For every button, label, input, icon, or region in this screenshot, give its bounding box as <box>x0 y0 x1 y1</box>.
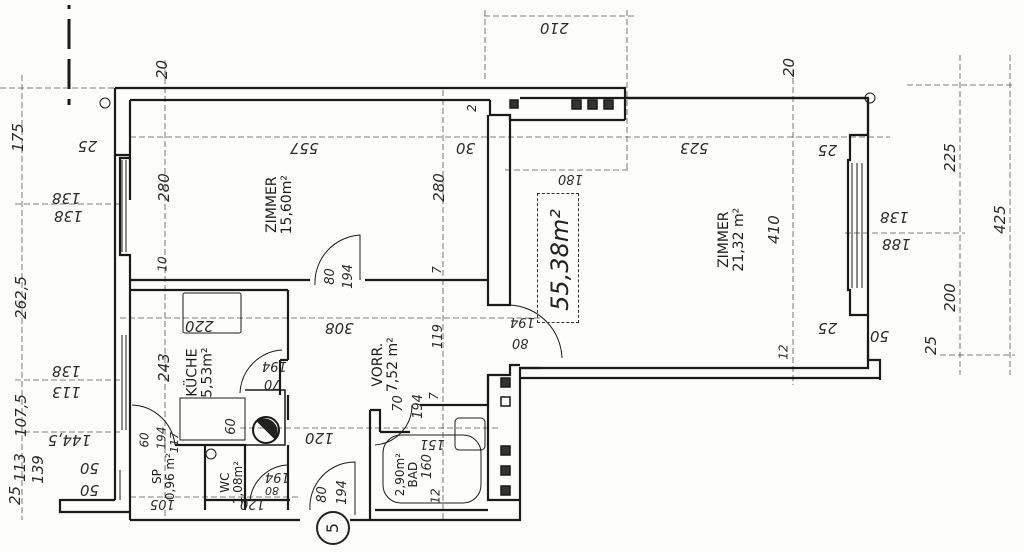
room-name: ZIMMER <box>263 176 280 233</box>
dim-label: 12 <box>428 488 443 504</box>
dim-label: 12 <box>776 344 791 360</box>
dim-label: 151 <box>420 436 445 451</box>
dim-label: 180 <box>558 171 583 186</box>
room-area: 15,60m² <box>278 175 295 235</box>
dim-label: 220 <box>185 317 214 335</box>
room-name: VORR. <box>369 342 386 387</box>
dim-label: 7 <box>429 266 444 274</box>
dim-label: 557 <box>290 139 319 157</box>
dim-label: 262,5 <box>11 276 30 319</box>
dim-label: 194 <box>340 264 356 289</box>
dim-label: 280 <box>154 173 173 202</box>
dim-label: 80 <box>314 486 330 503</box>
dim-label: 50 <box>80 459 100 477</box>
dim-label: 105 <box>150 496 175 511</box>
dim-label: 50 <box>870 327 890 345</box>
dim-label: 175 <box>8 123 27 152</box>
dim-label: 10 <box>155 256 170 272</box>
dim-label: 25 <box>922 335 941 356</box>
dim-label: 144,5 <box>48 431 91 449</box>
dim-label: 200 <box>940 283 959 312</box>
dim-label: 160 <box>419 454 435 479</box>
dim-label: 194 <box>510 314 535 329</box>
dim-label: 210 <box>540 19 569 37</box>
dim-label: 194 <box>154 426 169 450</box>
dim-label: 30 <box>456 139 476 157</box>
dim-label: 138 <box>52 189 81 207</box>
dim-label: 194 <box>262 358 287 373</box>
room-vorraum: VORR.7,52 m² <box>369 337 401 393</box>
dim-label: 139 <box>28 455 47 484</box>
dim-label: 138 <box>880 208 909 226</box>
dim-label: 138 <box>52 362 81 380</box>
dim-label: 410 <box>764 215 783 244</box>
dim-label: 308 <box>325 319 354 337</box>
dim-label: 225 <box>940 143 959 172</box>
room-area: 0,96 m² <box>162 453 177 501</box>
dim-label: 194 <box>410 394 426 419</box>
dim-label: 60 <box>137 432 152 448</box>
dim-label: 25 <box>78 137 98 155</box>
dim-label: 113 <box>52 383 81 401</box>
entry-marker: 5 <box>316 511 350 545</box>
dim-label: 188 <box>882 235 911 253</box>
total-area-box <box>537 193 579 323</box>
dim-label: 25 <box>6 485 25 506</box>
room-area: 21,32 m² <box>730 207 747 272</box>
dim-label: 50 <box>80 481 100 499</box>
dim-label: 194 <box>265 469 290 484</box>
dim-label: 117 <box>168 432 181 453</box>
dim-label: 113 <box>10 453 29 482</box>
dim-label: 70 <box>264 376 281 391</box>
dim-label: 25 <box>818 141 838 159</box>
dim-label: 70 <box>390 395 406 412</box>
total-area-label: 55,38m² <box>546 209 574 311</box>
room-area: 5,53m² <box>199 347 216 398</box>
dim-label: 7 <box>426 392 441 400</box>
dim-label: 243 <box>154 353 173 382</box>
boiler-icon <box>252 416 280 444</box>
dim-label: 2 <box>464 104 479 112</box>
dim-label: 119 <box>430 324 446 349</box>
dim-label: 138 <box>54 207 83 225</box>
dim-label: 80 <box>265 484 279 497</box>
dim-label: 280 <box>429 173 448 202</box>
room-name: KÜCHE <box>184 348 201 397</box>
dim-label: 80 <box>512 335 529 350</box>
dim-label: 20 <box>780 57 799 78</box>
dim-label: 425 <box>990 205 1009 234</box>
dim-label: 107,5 <box>11 394 30 437</box>
dim-label: 194 <box>334 480 350 505</box>
dim-label: 60 <box>223 418 239 435</box>
dim-label: 80 <box>322 268 338 285</box>
dim-label: 120 <box>240 496 265 511</box>
room-name: BAD <box>405 461 420 488</box>
dim-label: 120 <box>305 429 334 447</box>
dim-label: 523 <box>680 139 709 157</box>
room-name: ZIMMER <box>716 211 733 268</box>
dim-label: 20 <box>153 59 172 80</box>
dim-label: 25 <box>818 319 838 337</box>
room-area: 7,52 m² <box>384 337 401 393</box>
